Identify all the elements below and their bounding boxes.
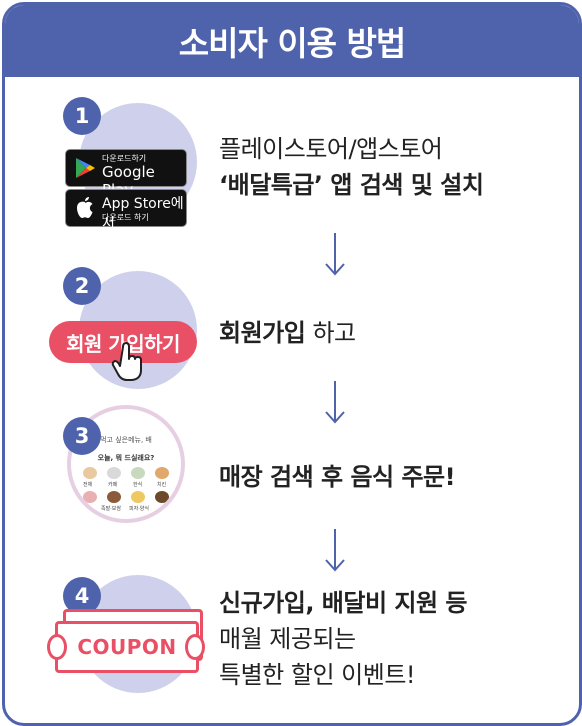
arrow-down-icon [325,233,345,276]
coupon-ticket: COUPON [55,621,199,673]
cafe-icon [107,467,121,479]
step-2-bold: 회원가입 [219,319,306,347]
header-title: 소비자 이용 방법 [5,5,579,77]
step-2-rest: 하고 [305,319,356,347]
jokbal-icon [107,491,121,503]
arrow-down-icon [325,529,345,572]
step-4-line1: 신규가입, 배달비 지원 등 [219,589,467,617]
preview-category: 한식 [133,482,143,488]
app-store-badge[interactable]: App Store에서 다운로드 하기 [65,189,187,232]
step-2-text: 회원가입 하고 [219,315,356,351]
step-number: 3 [63,417,101,455]
preview-category: 전체 [83,482,93,488]
apple-icon [77,197,93,218]
step-4-text: 신규가입, 배달비 지원 등 매월 제공되는 특별한 할인 이벤트! [219,585,467,693]
coupon-label: COUPON [77,635,177,659]
preview-top-text: 먹고 싶은메뉴, 배 [100,436,152,444]
step-1-line2: 앱 검색 및 설치 [322,171,484,199]
google-play-icon [76,158,95,178]
western-food-icon [131,491,145,503]
food-icon [83,467,97,479]
preview-category: 족발·보쌈 [101,506,121,512]
preview-question: 오늘, 뭐 드실래요? [97,454,155,462]
app-store-label: App Store에서 [102,196,184,232]
korean-food-icon [131,467,145,479]
preview-category: 치킨 [157,482,167,488]
app-store-small-label: 다운로드 하기 [102,213,149,222]
google-play-badge[interactable]: 다운로드하기 Google Play [65,149,187,199]
step-3-text: 매장 검색 후 음식 주문! [219,463,456,491]
step-1-line1: 플레이스토어/앱스토어 [219,135,443,163]
coupon-notch [185,634,205,660]
hand-cursor-icon [111,342,142,381]
google-play-small-label: 다운로드하기 [102,154,147,163]
step-number: 2 [63,267,101,305]
step-number: 4 [63,577,101,615]
step-4-line3: 특별한 할인 이벤트! [219,661,416,689]
misc-food-icon [155,491,169,503]
arrow-down-icon [325,381,345,424]
step-number: 1 [63,97,101,135]
preview-category: 피자·양식 [129,506,149,512]
app-name: ‘배달특급’ [219,171,323,199]
preview-category: 피자 [79,506,89,512]
step-1-text: 플레이스토어/앱스토어 ‘배달특급’ 앱 검색 및 설치 [219,131,484,203]
chicken-icon [155,467,169,479]
step-4-line2: 매월 제공되는 [219,625,356,653]
preview-category: 카페 [108,482,118,488]
pizza-icon [83,491,97,503]
coupon-notch [47,634,67,660]
